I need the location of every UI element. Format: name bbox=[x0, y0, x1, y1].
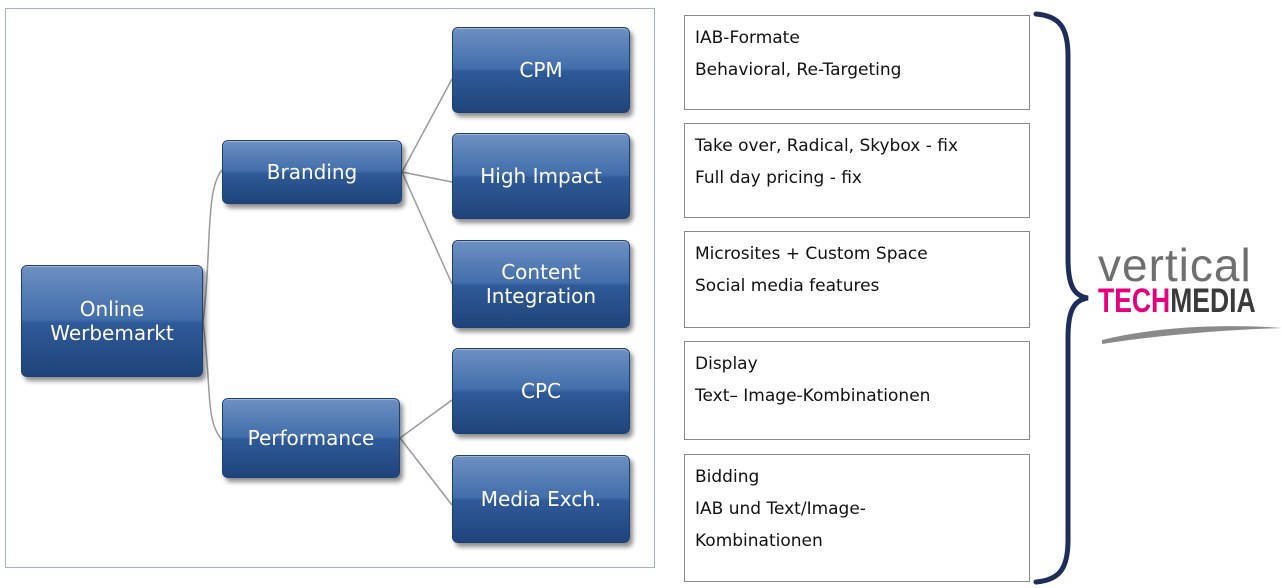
node-cpm: CPM bbox=[452, 27, 630, 113]
logo-swoosh-icon bbox=[1102, 326, 1282, 344]
connector-branding-content-integration bbox=[401, 171, 453, 285]
connector-branding-high-impact bbox=[401, 171, 453, 183]
node-high-impact: High Impact bbox=[452, 133, 630, 219]
node-branding: Branding bbox=[222, 140, 402, 204]
node-performance: Performance bbox=[222, 398, 400, 478]
info-box-high-impact: Take over, Radical, Skybox - fix Full da… bbox=[684, 123, 1030, 218]
info-line: Microsites + Custom Space bbox=[695, 244, 928, 264]
info-line: Behavioral, Re-Targeting bbox=[695, 60, 902, 80]
info-box-content-integration: Microsites + Custom Space Social media f… bbox=[684, 231, 1030, 328]
info-box-cpc: Display Text– Image-Kombinationen bbox=[684, 341, 1030, 440]
node-root-online-werbemarkt: Online Werbemarkt bbox=[21, 265, 203, 377]
info-line: Take over, Radical, Skybox - fix bbox=[695, 136, 959, 156]
logo-tech-text: TECH bbox=[1098, 282, 1171, 320]
info-box-cpm: IAB-Formate Behavioral, Re-Targeting bbox=[684, 15, 1030, 110]
connector-performance-media-exch bbox=[399, 437, 453, 506]
connector-performance-cpc bbox=[399, 399, 453, 439]
info-box-media-exch: Bidding IAB und Text/Image- Kombinatione… bbox=[684, 454, 1030, 582]
connector-root-performance bbox=[202, 321, 223, 441]
logo-vertical-text: vertical bbox=[1098, 242, 1252, 291]
tree-connectors bbox=[202, 78, 453, 506]
info-line: Full day pricing - fix bbox=[695, 168, 862, 188]
info-line: Kombinationen bbox=[695, 531, 823, 551]
logo-media-text: MEDIA bbox=[1170, 282, 1256, 320]
info-line: IAB und Text/Image- bbox=[695, 499, 866, 519]
vertical-techmedia-logo: vertical TECHMEDIA bbox=[1098, 242, 1282, 352]
info-line: Social media features bbox=[695, 276, 880, 296]
info-line: Text– Image-Kombinationen bbox=[695, 386, 931, 406]
info-line: IAB-Formate bbox=[695, 28, 800, 48]
connector-branding-cpm bbox=[401, 78, 453, 173]
info-line: Bidding bbox=[695, 467, 760, 487]
logo-techmedia-text: TECHMEDIA bbox=[1098, 282, 1256, 320]
node-content-integration: Content Integration bbox=[452, 240, 630, 328]
right-curly-brace bbox=[1033, 11, 1089, 585]
info-line: Display bbox=[695, 354, 758, 374]
node-cpc: CPC bbox=[452, 348, 630, 434]
connector-root-branding bbox=[202, 169, 223, 323]
node-media-exch: Media Exch. bbox=[452, 455, 630, 543]
